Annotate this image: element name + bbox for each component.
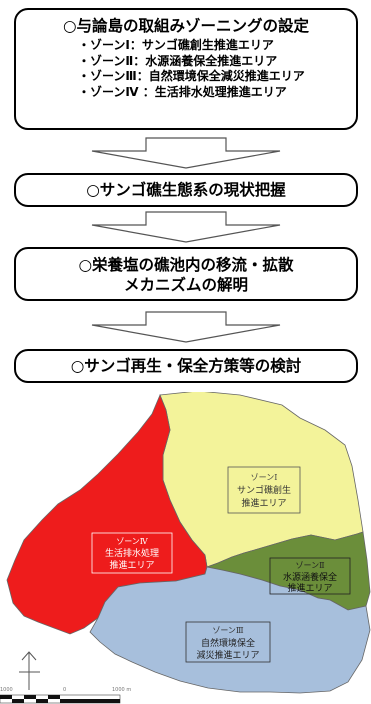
measures-box: ○サンゴ再生・保全方策等の検討: [14, 349, 358, 383]
measures-title: ○サンゴ再生・保全方策等の検討: [70, 357, 302, 375]
down-arrow-1: [91, 137, 281, 169]
down-arrow-3: [91, 311, 281, 343]
zone1-label-box: [227, 466, 301, 514]
zone3-label-name: ゾーンⅢ: [212, 626, 244, 635]
zone3-area: [89, 566, 371, 694]
zone2-label-name: ゾーンⅡ: [295, 561, 324, 570]
zone-item-4: ・ゾーンⅣ ：生活排水処理推進エリア: [78, 84, 287, 99]
zoning-box: ○与論島の取組みゾーニングの設定 ・ゾーンⅠ：サンゴ礁創生推進エリア ・ゾーンⅡ…: [14, 8, 358, 130]
zone2-label-line1: 水源涵養保全: [283, 571, 337, 583]
zone4-area: [6, 393, 208, 635]
zone4-label-box: [91, 532, 173, 574]
zone1-label-line2: 推進エリア: [241, 497, 286, 509]
zone3-label-line1: 自然環境保全: [201, 637, 255, 649]
zone-item-2: ・ゾーンⅡ：水源涵養保全推進エリア: [78, 53, 278, 68]
down-arrow-2: [91, 211, 281, 243]
zone4-label-line2: 推進エリア: [109, 559, 154, 571]
zone4-label-line1: 生活排水処理: [105, 547, 159, 559]
nutrient-box: ○栄養塩の礁池内の移流・拡散 メカニズムの解明: [14, 247, 358, 301]
scale-label-mid: 0: [63, 687, 66, 693]
zone1-label-name: ゾーンⅠ: [251, 473, 278, 482]
reef-status-box: ○サンゴ礁生態系の現状把握: [14, 173, 358, 207]
scale-label-right: 1000 m: [112, 687, 131, 693]
zone2-label-box: [269, 557, 351, 595]
zone-item-3: ・ゾーンⅢ：自然環境保全減災推進エリア: [78, 69, 305, 83]
zone-item-1: ・ゾーンⅠ：サンゴ礁創生推進エリア: [78, 38, 274, 52]
zone4-label-name: ゾーンⅣ: [116, 537, 149, 546]
zone-list: ・ゾーンⅠ：サンゴ礁創生推進エリア ・ゾーンⅡ：水源涵養保全推進エリア ・ゾーン…: [78, 38, 356, 100]
nutrient-line-2: メカニズムの解明: [123, 276, 248, 294]
zone3-label-line2: 減災推進エリア: [196, 649, 259, 661]
scale-bar: 1000 0 1000 m: [0, 687, 131, 704]
nutrient-line-1: ○栄養塩の礁池内の移流・拡散: [78, 256, 294, 274]
north-arrow-icon: [19, 651, 40, 690]
island-zoning-map: ゾーンⅠ サンゴ礁創生 推進エリア ゾーンⅣ 生活排水処理 推進エリア ゾーンⅡ…: [0, 392, 371, 704]
zone2-label-line2: 推進エリア: [287, 582, 332, 594]
reef-status-title: ○サンゴ礁生態系の現状把握: [86, 181, 286, 199]
zoning-title: ○与論島の取組みゾーニングの設定: [62, 17, 310, 35]
zone3-label-box: [185, 621, 271, 663]
zone1-label-line1: サンゴ礁創生: [237, 484, 291, 496]
scale-label-left: 1000: [0, 687, 13, 693]
